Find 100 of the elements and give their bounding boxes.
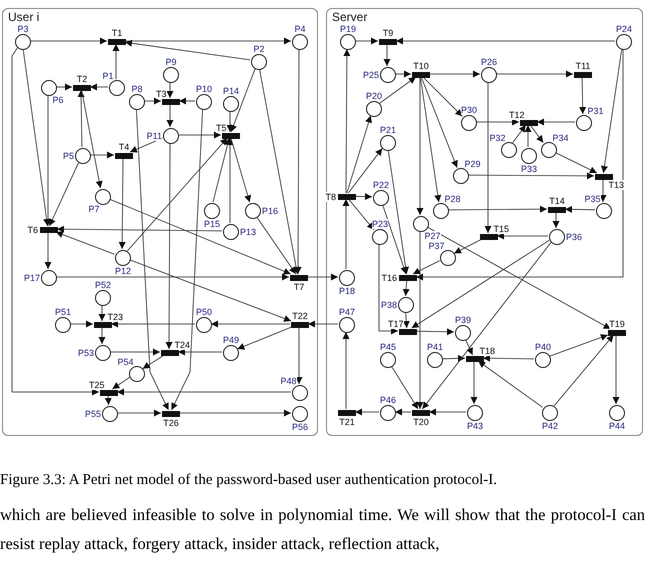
arrow [81, 90, 103, 188]
arrow [428, 408, 466, 416]
transition-label: T19 [609, 319, 625, 329]
arrow [98, 304, 106, 322]
arrow [44, 94, 52, 226]
arrow [343, 48, 350, 194]
place-label: P10 [196, 84, 212, 94]
arrow [468, 172, 594, 180]
place-label: P32 [489, 133, 506, 143]
arrow [384, 44, 390, 66]
transition-label: T18 [480, 346, 496, 356]
place-label: P2 [254, 44, 264, 54]
transition-label: T7 [294, 282, 304, 292]
place-label: P12 [115, 266, 131, 276]
transition-label: T26 [163, 418, 179, 428]
group-title: Server [332, 10, 368, 24]
place-label: P38 [380, 300, 397, 310]
arrow [70, 320, 94, 328]
arrow [44, 232, 52, 270]
place-label: P37 [428, 241, 444, 251]
place-label: P44 [609, 421, 625, 431]
place-label: P17 [24, 273, 40, 283]
place-label: P26 [481, 57, 497, 67]
transition-label: T23 [108, 312, 124, 322]
arrow [116, 388, 292, 396]
place-label: P53 [78, 348, 94, 358]
arrow [136, 108, 169, 410]
arrow [416, 230, 424, 410]
arrow [465, 338, 473, 356]
arrow [22, 48, 50, 226]
place-label: P29 [464, 159, 481, 169]
place-label: P15 [204, 219, 220, 229]
arrow [448, 206, 548, 213]
place-label: P43 [467, 421, 483, 431]
arrow [109, 198, 292, 275]
place-label: P9 [166, 57, 176, 67]
arrow [402, 312, 410, 328]
arrow [104, 394, 112, 406]
place-label: P18 [339, 286, 355, 296]
arrow [426, 226, 611, 330]
place-label: P25 [362, 70, 379, 80]
arrow [178, 348, 222, 356]
arrow [348, 198, 374, 230]
arrow [237, 326, 292, 350]
arrow [98, 326, 106, 344]
arrow [512, 124, 526, 143]
transition-label: T15 [494, 224, 510, 234]
place-label: P22 [373, 180, 389, 190]
arrow [378, 244, 398, 334]
arrow [422, 76, 463, 117]
arrow [294, 48, 302, 274]
place-label: P39 [455, 315, 471, 325]
body-text: which are believed infeasible to solve in polynomial time. We will show that the protocol-I can resist replay attack, forgery attack, insider attack, reflection attack, [0, 504, 645, 555]
arrow [382, 204, 408, 274]
arrow [612, 334, 620, 404]
arrow [422, 242, 552, 410]
arrow [454, 238, 482, 254]
transition-label: T8 [325, 192, 336, 202]
arrow [78, 90, 85, 148]
transition-label: T4 [118, 142, 130, 152]
transition-label: T5 [216, 123, 226, 133]
arrow [230, 68, 256, 132]
arrow [30, 38, 108, 44]
place-label: P49 [223, 335, 239, 345]
arrow [482, 354, 534, 362]
arrow [112, 377, 130, 390]
place-label: P45 [380, 342, 396, 352]
arrow [226, 110, 234, 132]
transition-label: T6 [27, 225, 38, 235]
place-label: P33 [521, 164, 537, 174]
place-label: P34 [552, 133, 569, 143]
arrow [470, 360, 478, 404]
arrow [478, 360, 543, 408]
arrow [394, 70, 412, 78]
place-label: P40 [535, 342, 551, 352]
arrow [554, 152, 598, 174]
arrow [126, 138, 228, 252]
arrow [442, 354, 466, 362]
transition-label: T2 [76, 74, 88, 84]
place-label: P20 [366, 91, 382, 101]
place-label: P52 [95, 280, 111, 290]
transition-label: T17 [388, 319, 404, 329]
arrow [116, 410, 162, 416]
arrow [379, 76, 416, 104]
place-label: P55 [84, 409, 101, 419]
arrow [420, 76, 442, 202]
transition-label: T1 [112, 28, 122, 38]
place-label: P51 [55, 307, 71, 317]
arrow [484, 82, 492, 234]
arrow [416, 328, 454, 336]
arrow [552, 212, 560, 228]
arrow [600, 178, 606, 202]
place-label: P16 [262, 206, 278, 216]
arrow [210, 320, 290, 328]
arrow [212, 138, 231, 203]
place-label: P3 [18, 24, 28, 34]
transition-label: T13 [608, 180, 624, 190]
arrow [49, 162, 80, 226]
arrow [110, 348, 160, 356]
arrow [118, 158, 126, 250]
